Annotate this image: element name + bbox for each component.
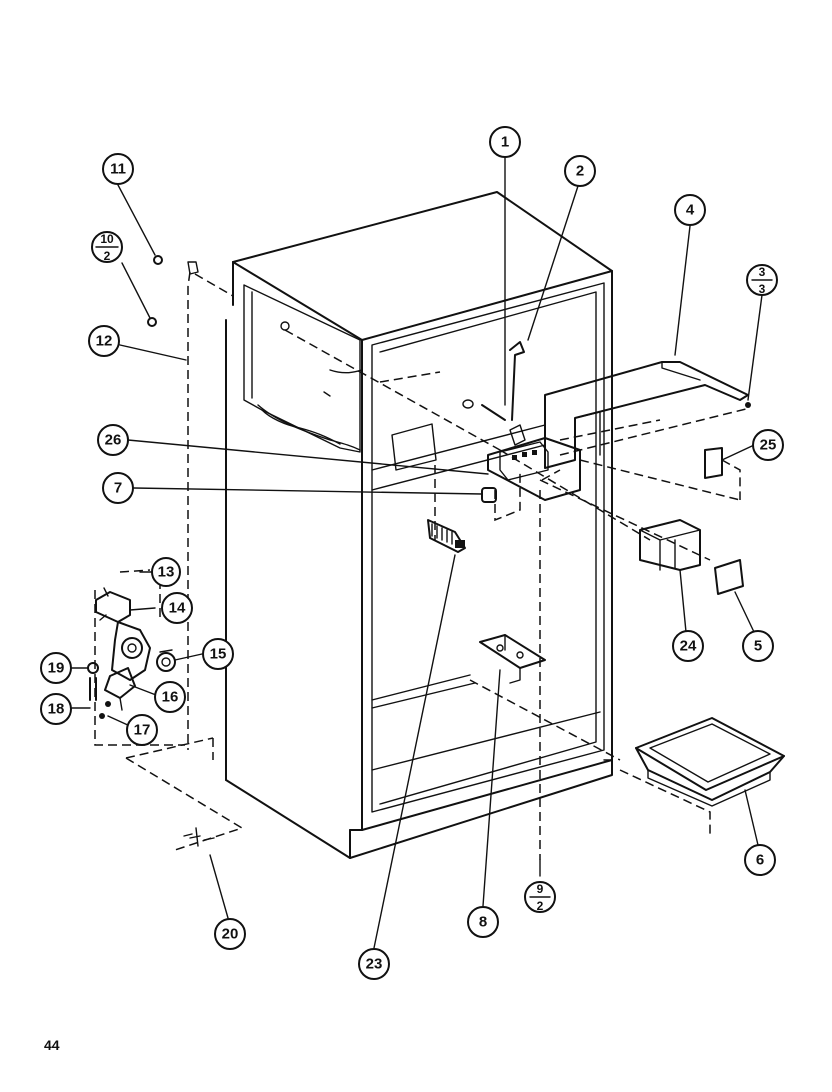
svg-text:12: 12 xyxy=(96,333,113,350)
part-screws-10-11 xyxy=(147,255,199,327)
svg-text:3: 3 xyxy=(759,265,766,279)
part-vent-23 xyxy=(427,519,466,553)
svg-text:6: 6 xyxy=(756,852,764,869)
callout-19: 19 xyxy=(40,652,72,684)
part-screw-3 xyxy=(745,402,751,408)
alignment-dashed-lines xyxy=(94,271,751,860)
svg-text:13: 13 xyxy=(158,564,175,581)
svg-text:1: 1 xyxy=(501,134,509,151)
svg-text:8: 8 xyxy=(479,914,487,931)
part-label-25 xyxy=(704,447,741,500)
callout-20: 20 xyxy=(214,918,246,950)
callout-13: 13 xyxy=(151,557,181,587)
part-box-24 xyxy=(639,519,701,571)
svg-text:2: 2 xyxy=(537,899,544,913)
svg-text:9: 9 xyxy=(537,882,544,896)
svg-text:4: 4 xyxy=(686,202,695,219)
callout-5: 5 xyxy=(742,630,774,662)
svg-text:7: 7 xyxy=(114,480,122,497)
svg-text:23: 23 xyxy=(366,956,383,973)
callout-18: 18 xyxy=(40,693,72,725)
callout-23: 23 xyxy=(358,948,390,980)
part-clip-2 xyxy=(509,341,525,421)
page-number: 44 xyxy=(44,1037,60,1053)
callout-1: 1 xyxy=(489,126,521,158)
svg-text:24: 24 xyxy=(680,638,697,655)
svg-text:26: 26 xyxy=(105,432,122,449)
svg-text:15: 15 xyxy=(210,646,227,663)
svg-text:2: 2 xyxy=(104,249,111,263)
callout-3-fraction: 3 3 xyxy=(746,264,778,296)
svg-text:18: 18 xyxy=(48,701,65,718)
svg-text:5: 5 xyxy=(754,638,762,655)
callout-10-fraction: 10 2 xyxy=(91,231,123,263)
callout-14: 14 xyxy=(161,592,193,624)
callout-11: 11 xyxy=(102,153,134,185)
control-housing xyxy=(487,424,581,501)
svg-text:3: 3 xyxy=(759,282,766,296)
callout-12: 12 xyxy=(88,325,120,357)
callout-15: 15 xyxy=(202,638,234,670)
svg-text:25: 25 xyxy=(760,437,777,454)
part-bracket-8 xyxy=(479,634,546,684)
svg-text:19: 19 xyxy=(48,660,65,677)
callout-24: 24 xyxy=(672,630,704,662)
callout-6: 6 xyxy=(744,844,776,876)
svg-text:16: 16 xyxy=(162,689,179,706)
callout-7: 7 xyxy=(102,472,134,504)
callout-26: 26 xyxy=(97,424,129,456)
part-pin-1 xyxy=(462,399,506,421)
part-bracket-4 xyxy=(544,361,749,469)
svg-text:20: 20 xyxy=(222,926,239,943)
callout-17: 17 xyxy=(126,714,158,746)
callout-16: 16 xyxy=(154,681,186,713)
callout-9-fraction: 9 2 xyxy=(524,881,556,913)
callout-leader-lines xyxy=(71,157,763,949)
svg-text:11: 11 xyxy=(110,161,126,178)
callout-2: 2 xyxy=(564,155,596,187)
part-knob-7 xyxy=(481,487,497,503)
svg-text:2: 2 xyxy=(576,163,584,180)
callout-25: 25 xyxy=(752,429,784,461)
svg-text:10: 10 xyxy=(100,232,114,246)
svg-text:17: 17 xyxy=(134,722,151,739)
part-hardware-20 xyxy=(125,737,244,851)
refrigerator-cabinet xyxy=(225,191,613,859)
part-tray-6 xyxy=(635,717,785,807)
part-thermostat-assembly xyxy=(87,587,176,719)
callout-8: 8 xyxy=(467,906,499,938)
svg-text:14: 14 xyxy=(169,600,186,617)
part-plate-5 xyxy=(714,559,744,595)
callout-4: 4 xyxy=(674,194,706,226)
